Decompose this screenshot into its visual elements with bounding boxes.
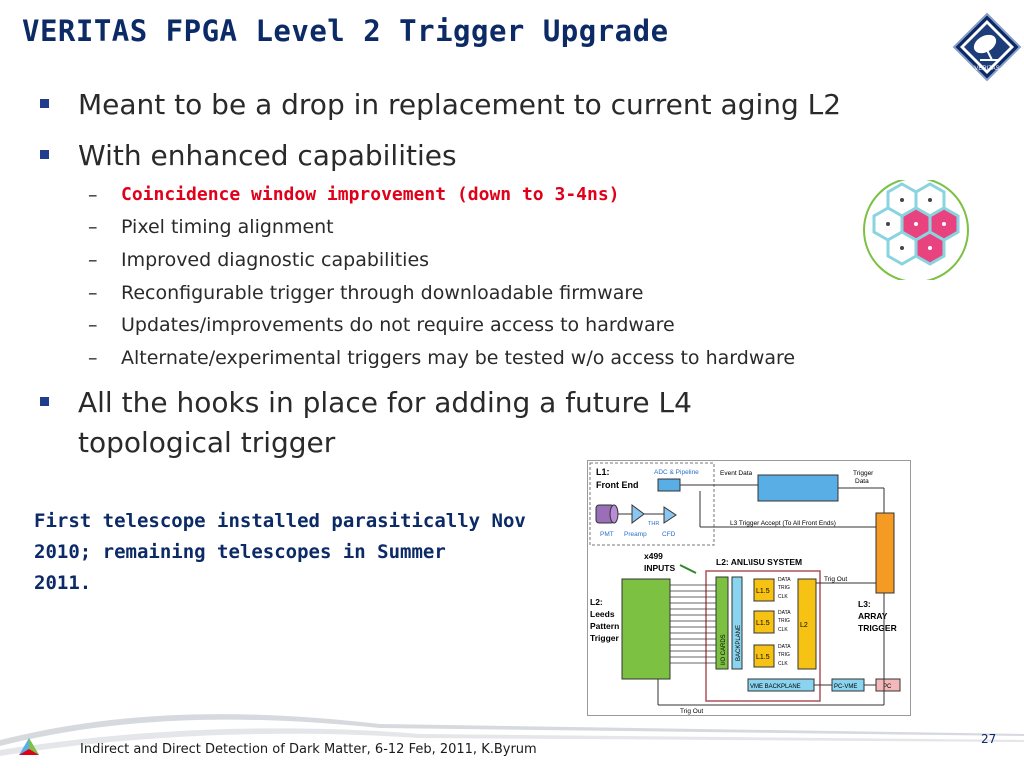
leeds-label: Leeds	[590, 609, 615, 619]
note-line: 2011.	[34, 572, 92, 594]
bullet-marker	[40, 397, 49, 406]
l3-label: TRIGGER	[858, 623, 897, 633]
footer-swoosh	[0, 714, 1024, 756]
thr-label: THR	[648, 521, 659, 527]
l1-subtitle: Front End	[596, 480, 639, 490]
l2-box	[797, 578, 817, 670]
note-line: First telescope installed parasitically …	[34, 510, 526, 532]
bullet-marker	[40, 99, 49, 108]
logo-text: VERITAS	[974, 66, 999, 72]
sub-bullet-dash: –	[88, 184, 98, 206]
l3-label: L3:	[858, 599, 871, 609]
l3-accept-label: L3 Trigger Accept (To All Front Ends)	[730, 520, 836, 527]
pc-label: PC	[883, 684, 892, 690]
note-line: 2010; remaining telescopes in Summer	[34, 541, 446, 563]
trig-out-bottom-label: Trig Out	[680, 708, 703, 715]
l15-label: L1.5	[756, 620, 770, 627]
sub-bullet-text: Improved diagnostic capabilities	[121, 249, 430, 271]
cfd-triangle	[663, 506, 677, 524]
adc-label: ADC & Pipeline	[654, 469, 699, 476]
sub-bullet-text-highlight: Coincidence window improvement (down to …	[121, 184, 620, 205]
sub-bullet-dash: –	[88, 249, 98, 271]
sub-bullet-dash: –	[88, 282, 98, 304]
daq-box	[757, 474, 839, 502]
vme-backplane-label: VME BACKPLANE	[750, 684, 801, 690]
veritas-logo: VERITAS	[952, 12, 1022, 82]
clk-label: CLK	[778, 661, 788, 667]
l3-array-trigger-box	[875, 512, 895, 594]
argonne-logo-icon	[19, 738, 39, 755]
sub-bullet-text: Pixel timing alignment	[121, 216, 334, 238]
l1-front-end-box	[589, 462, 715, 546]
sub-bullet-dash: –	[88, 347, 98, 369]
trig-label: TRIG	[778, 652, 790, 658]
leeds-pattern-trigger-box	[621, 578, 671, 680]
l2-label: L2	[800, 622, 808, 629]
leeds-label: Pattern	[590, 621, 619, 631]
sub-bullet-dash: –	[88, 314, 98, 336]
sub-bullet-text: Alternate/experimental triggers may be t…	[121, 347, 796, 369]
trigger-system-diagram: L1: Front End ADC & Pipeline PMT Preamp …	[587, 460, 911, 716]
l15-box	[753, 644, 775, 668]
sub-bullet-text: Updates/improvements do not require acce…	[121, 314, 675, 336]
bullet-marker	[40, 150, 49, 159]
backplane-box	[731, 576, 743, 670]
sub-bullet-dash: –	[88, 216, 98, 238]
bullet-text: topological trigger	[78, 426, 336, 459]
sub-bullet-text: Reconfigurable trigger through downloada…	[121, 282, 644, 304]
x499-label: x499	[644, 551, 663, 561]
preamp-triangle	[631, 504, 645, 524]
installation-note: First telescope installed parasitically …	[34, 506, 554, 599]
leeds-label: Trigger	[590, 633, 620, 643]
data-label: DATA	[778, 644, 791, 650]
pcvme-label: PC-VME	[834, 684, 857, 690]
leeds-label: L2:	[590, 597, 603, 607]
trigger-data-label: Data	[855, 478, 869, 485]
backplane-label: BACKPLANE	[736, 625, 742, 661]
pixel-hexagon-figure	[863, 180, 969, 280]
clk-label: CLK	[778, 594, 788, 600]
inputs-label: INPUTS	[644, 563, 676, 573]
bullet-text: With enhanced capabilities	[78, 139, 457, 172]
io-cards-box	[715, 576, 729, 670]
trigger-data-label: Trigger	[853, 470, 874, 477]
bullet-text: All the hooks in place for adding a futu…	[78, 386, 692, 419]
io-cards-label: I/O CARDS	[721, 634, 727, 665]
footer-text: Indirect and Direct Detection of Dark Ma…	[80, 742, 537, 757]
clk-label: CLK	[778, 627, 788, 633]
l15-box	[753, 578, 775, 602]
cfd-label: CFD	[662, 531, 676, 538]
l15-box	[753, 610, 775, 634]
l2-system-label: L2: ANL\ISU SYSTEM	[716, 557, 802, 567]
trig-out-label: Trig Out	[824, 576, 847, 583]
l2-system-box	[705, 570, 821, 702]
slide-title: VERITAS FPGA Level 2 Trigger Upgrade	[22, 14, 669, 48]
data-label: DATA	[778, 610, 791, 616]
l15-label: L1.5	[756, 588, 770, 595]
page-number: 27	[981, 732, 997, 746]
bullet-text: Meant to be a drop in replacement to cur…	[78, 88, 842, 121]
pmt-label: PMT	[600, 531, 614, 538]
l15-label: L1.5	[756, 654, 770, 661]
trig-label: TRIG	[778, 618, 790, 624]
l1-title: L1:	[596, 467, 610, 477]
event-data-label: Event Data	[720, 470, 753, 477]
adc-box	[657, 478, 681, 492]
data-label: DATA	[778, 577, 791, 583]
l3-label: ARRAY	[858, 611, 888, 621]
trig-label: TRIG	[778, 585, 790, 591]
preamp-label: Preamp	[624, 531, 647, 538]
